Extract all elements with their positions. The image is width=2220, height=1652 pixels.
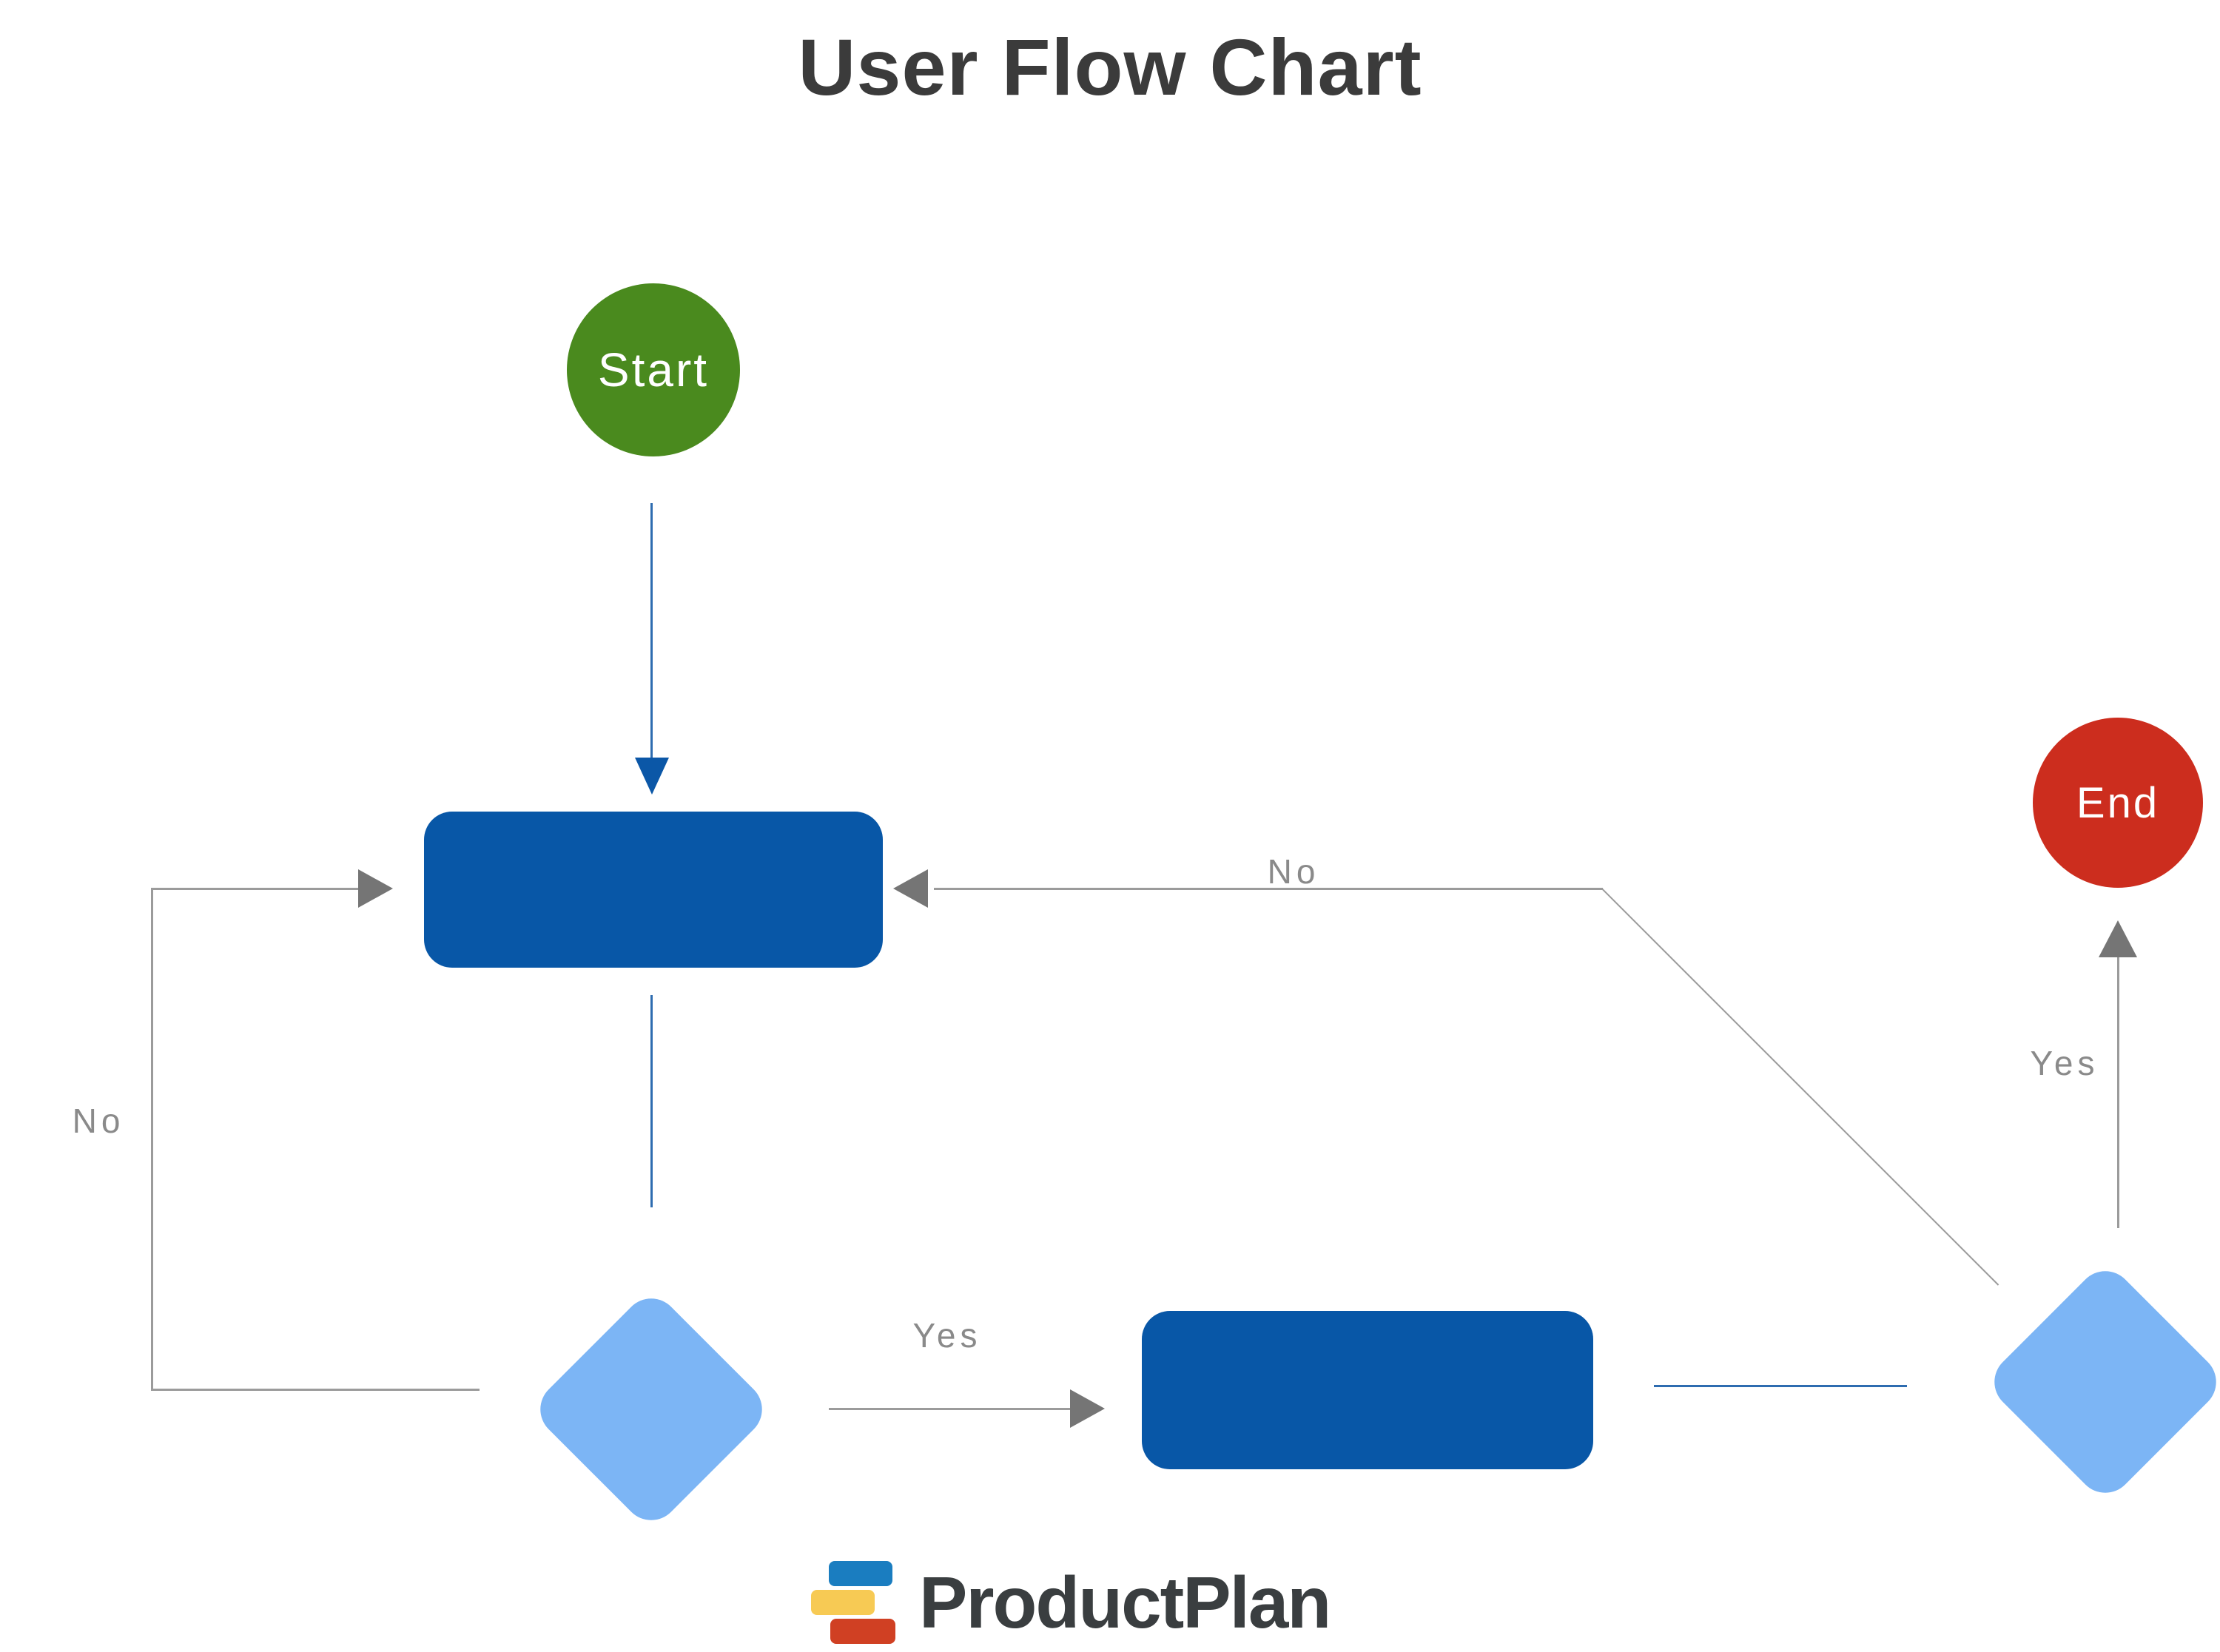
edge-label-no-right: No	[1267, 852, 1320, 891]
edge-label-yes-right: Yes	[2030, 1044, 2099, 1082]
decision2-node	[1982, 1259, 2220, 1505]
logo-bar-blue	[829, 1561, 892, 1586]
arrowhead-left-into-process1-icon	[893, 869, 928, 908]
edge-decision2-no-diagonal-segment	[1601, 889, 1999, 1286]
edge-process2-to-decision2	[1654, 1385, 1907, 1387]
logo-bar-red	[830, 1619, 895, 1644]
start-node-label: Start	[597, 343, 710, 397]
process2-node	[1142, 1311, 1593, 1469]
edge-decision1-no-bottom-segment	[151, 1389, 480, 1391]
arrowhead-right-into-process1-icon	[358, 869, 393, 908]
edge-decision1-to-process2	[829, 1408, 1072, 1410]
edge-decision2-to-end	[2117, 956, 2119, 1228]
arrowhead-right-into-process2-icon	[1070, 1389, 1105, 1428]
process1-node	[424, 812, 883, 968]
edge-decision2-no-horizontal-segment	[934, 888, 1603, 890]
end-node-label: End	[2076, 778, 2160, 827]
arrowhead-down-into-process1-icon	[635, 758, 669, 795]
logo-bar-yellow	[811, 1590, 875, 1615]
productplan-logo-text: ProductPlan	[919, 1562, 1331, 1643]
page-title: User Flow Chart	[798, 22, 1422, 112]
edge-start-to-process1	[650, 503, 653, 763]
decision1-node	[528, 1287, 774, 1532]
end-node: End	[2033, 718, 2203, 888]
edge-label-no-left: No	[72, 1102, 125, 1140]
edge-process1-to-decision1	[650, 995, 653, 1207]
start-node: Start	[567, 283, 740, 456]
productplan-logo: ProductPlan	[811, 1560, 1331, 1645]
edge-label-yes-left: Yes	[912, 1316, 982, 1355]
productplan-logo-icon	[811, 1560, 898, 1645]
edge-decision1-no-vertical-segment	[151, 888, 153, 1391]
edge-decision1-no-top-segment	[151, 888, 360, 890]
arrowhead-up-into-end-icon	[2099, 920, 2137, 957]
